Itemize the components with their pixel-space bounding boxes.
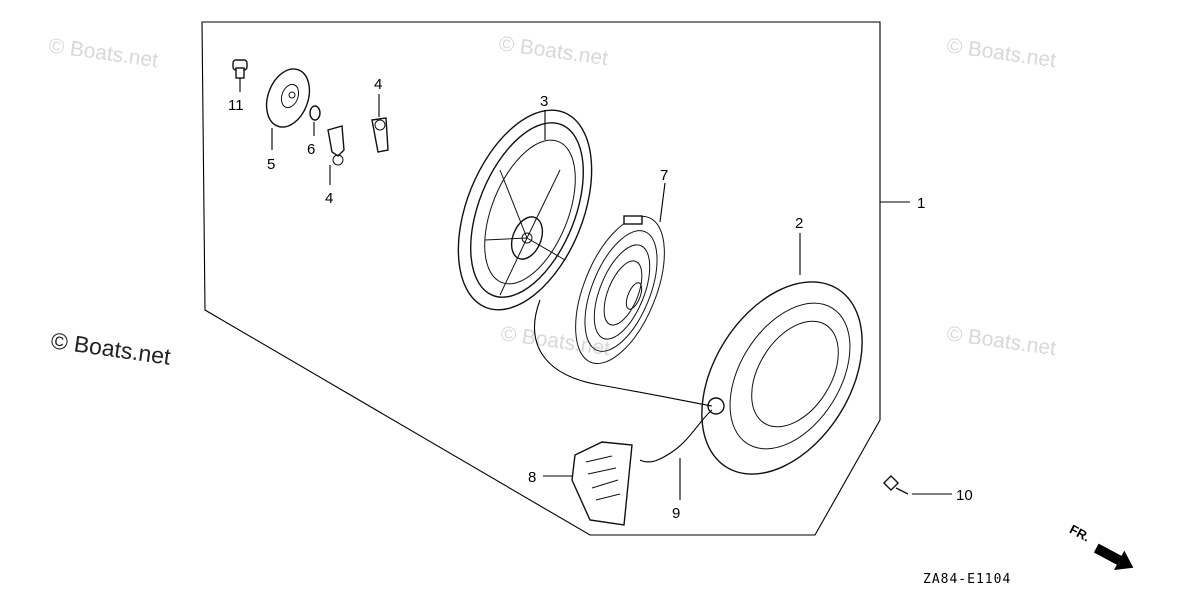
part-6-ring[interactable] [309, 105, 321, 136]
callout-7: 7 [660, 167, 668, 184]
watermark-mid-center: © Boats.net [499, 322, 611, 360]
callout-6: 6 [307, 141, 315, 158]
part-11-screw[interactable] [232, 59, 248, 92]
callout-5: 5 [267, 156, 275, 173]
drawing-code: ZA84-E1104 [923, 572, 1011, 587]
watermark-mid-right: © Boats.net [945, 322, 1057, 360]
callout-1: 1 [917, 195, 925, 212]
assembly-outline [201, 21, 881, 536]
part-10-bolt[interactable] [882, 474, 952, 495]
part-9-rope [534, 299, 713, 463]
callout-8: 8 [528, 469, 536, 486]
watermark-top-center: © Boats.net [497, 32, 609, 70]
callout-2: 2 [795, 215, 803, 232]
arrow-right-icon [1093, 543, 1134, 570]
callout-3: 3 [540, 93, 548, 110]
part-7-spring[interactable] [557, 182, 682, 376]
part-3-reel[interactable] [432, 91, 618, 329]
watermark-top-right: © Boats.net [945, 34, 1057, 72]
part-4-ratchet-lower[interactable] [327, 125, 345, 185]
part-5-ratchet-plate[interactable] [259, 63, 317, 150]
part-2-starter-case[interactable] [669, 233, 896, 503]
front-direction-indicator: FR. [1067, 522, 1134, 570]
callout-9: 9 [672, 505, 680, 522]
callout-11: 11 [228, 97, 244, 114]
callout-4-lower: 4 [325, 190, 333, 207]
part-4-ratchet-upper[interactable] [371, 94, 389, 153]
watermark-mid-left: © Boats.net [49, 327, 173, 370]
fr-label: FR. [1067, 522, 1093, 545]
callout-10: 10 [956, 487, 973, 504]
callout-4-upper: 4 [374, 76, 382, 93]
watermark-top-left: © Boats.net [47, 34, 159, 72]
part-8-starter-grip[interactable] [543, 441, 633, 526]
